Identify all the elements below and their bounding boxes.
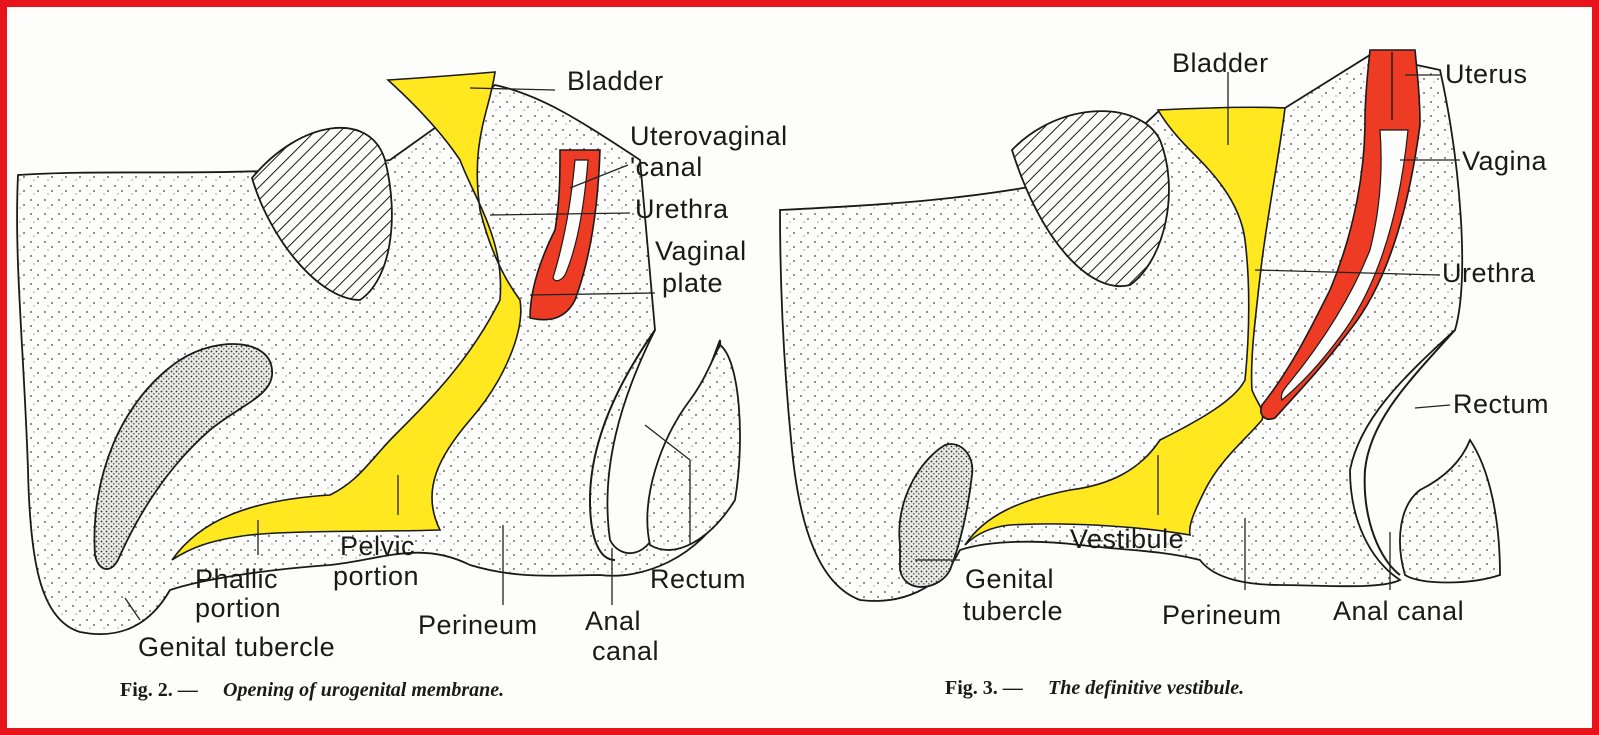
- fig2-label-pelvic-2: portion: [333, 561, 419, 591]
- fig2-label-bladder: Bladder: [567, 66, 664, 96]
- fig2-label-anal-1: Anal: [585, 606, 641, 636]
- fig3-label-vagina: Vagina: [1462, 146, 1548, 176]
- fig2-rectum-lobe: [647, 345, 740, 550]
- fig3-label-vestibule: Vestibule: [1070, 524, 1184, 554]
- fig2-label-uterovaginal-1: Uterovaginal: [630, 121, 788, 151]
- fig3-label-bladder: Bladder: [1172, 48, 1269, 78]
- fig2-label-anal-2: canal: [592, 636, 659, 666]
- fig2-label-uterovaginal-2: 'canal: [630, 152, 703, 182]
- fig3-anal-lobe: [1400, 440, 1500, 583]
- fig3-label-uterus: Uterus: [1445, 59, 1528, 89]
- fig3-caption-prefix: Fig. 3. —: [945, 677, 1024, 699]
- fig3-label-anal-canal: Anal canal: [1333, 596, 1464, 626]
- fig2-label-phallic-2: portion: [195, 593, 281, 623]
- fig2-label-vaginal-2: plate: [662, 268, 723, 298]
- fig3-label-perineum: Perineum: [1162, 600, 1282, 630]
- fig3-label-rectum: Rectum: [1453, 389, 1549, 419]
- figure-3: Bladder Uterus Vagina Urethra Rectum Ves…: [780, 48, 1549, 699]
- fig3-label-genital-2: tubercle: [963, 596, 1063, 626]
- fig2-label-urethra: Urethra: [635, 194, 729, 224]
- fig2-label-vaginal-1: Vaginal: [655, 236, 747, 266]
- fig3-caption-title: The definitive vestibule.: [1048, 677, 1244, 699]
- fig3-label-genital-1: Genital: [965, 564, 1054, 594]
- fig3-rectum-leader: [1415, 405, 1450, 408]
- figure-2: Bladder Uterovaginal 'canal Urethra Vagi…: [17, 66, 788, 701]
- fig2-label-rectum: Rectum: [650, 564, 746, 594]
- fig2-caption-prefix: Fig. 2. —: [120, 679, 199, 701]
- fig2-label-genital-tubercle: Genital tubercle: [138, 632, 335, 662]
- fig2-label-pelvic-1: Pelvic: [340, 531, 415, 561]
- fig3-label-urethra: Urethra: [1442, 258, 1536, 288]
- fig2-label-perineum: Perineum: [418, 610, 538, 640]
- fig2-label-phallic-1: Phallic: [195, 564, 278, 594]
- fig2-caption-title: Opening of urogenital membrane.: [223, 679, 504, 701]
